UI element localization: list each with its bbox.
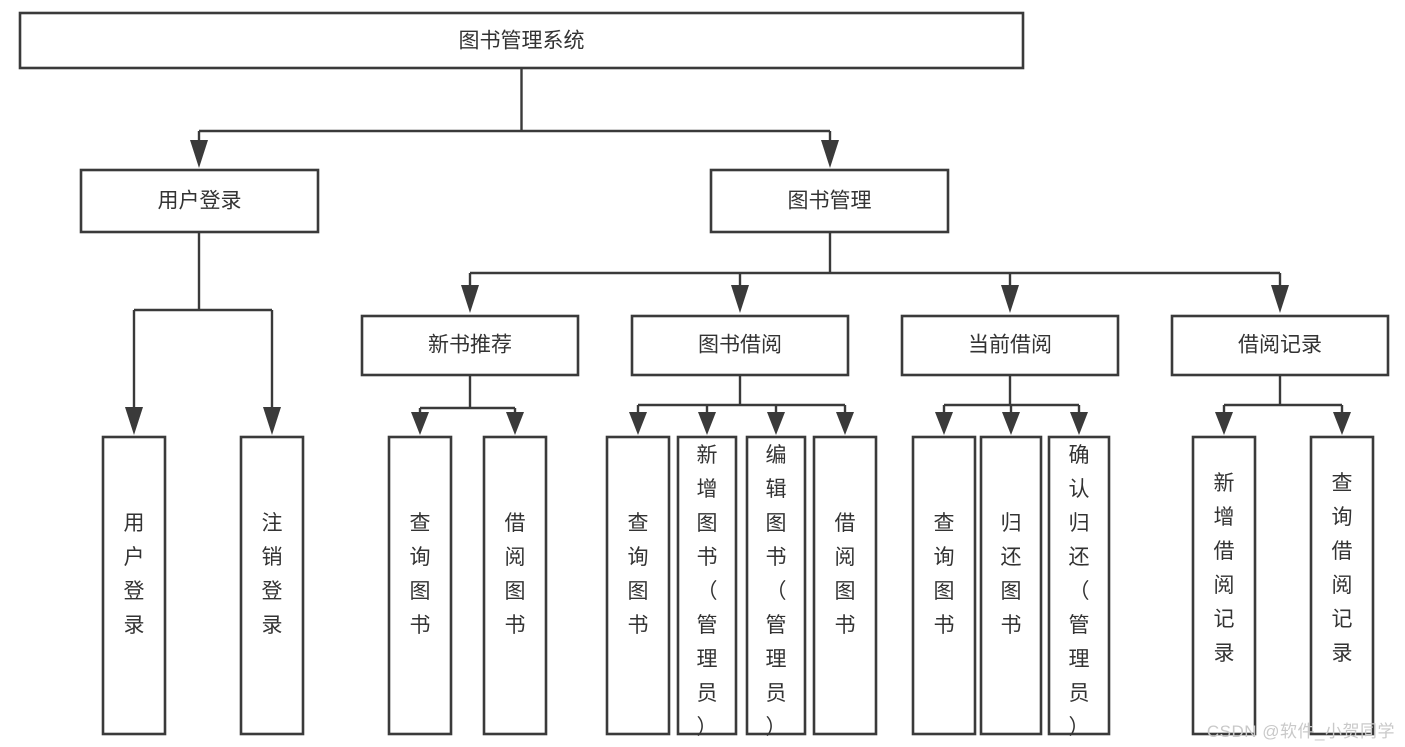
- arrow-to-leaf-edit-book: [767, 412, 785, 435]
- node-leaf-query-record-box[interactable]: [1309, 435, 1375, 736]
- node-leaf-query-record[interactable]: 查询借阅记录: [1309, 435, 1375, 736]
- node-leaf-logout-box[interactable]: [239, 435, 305, 736]
- arrow-root-to-user-login: [190, 140, 208, 168]
- node-leaf-add-book[interactable]: 新增图书（管理员）: [676, 435, 738, 739]
- arrow-to-leaf-logout: [263, 407, 281, 435]
- node-leaf-user-login-label: 用户登录: [124, 512, 145, 637]
- arrow-to-leaf-return-book: [1002, 412, 1020, 435]
- node-leaf-add-record[interactable]: 新增借阅记录: [1191, 435, 1257, 736]
- node-leaf-return-book-box[interactable]: [979, 435, 1043, 736]
- node-current-borrow-box[interactable]: [900, 314, 1120, 377]
- node-root[interactable]: 图书管理系统: [18, 11, 1025, 70]
- arrow-to-current-borrow: [1001, 285, 1019, 313]
- node-leaf-query-book-1[interactable]: 查询图书: [387, 435, 453, 736]
- edges-current-borrow-to-leaves: [935, 375, 1088, 435]
- node-leaf-query-book-2[interactable]: 查询图书: [605, 435, 671, 736]
- node-leaf-add-record-box[interactable]: [1191, 435, 1257, 736]
- node-leaf-user-login-box[interactable]: [101, 435, 167, 736]
- node-leaf-query-record-label: 查询借阅记录: [1332, 472, 1353, 665]
- node-leaf-query-book-3[interactable]: 查询图书: [911, 435, 977, 736]
- node-leaf-confirm-return[interactable]: 确认归还（管理员）: [1047, 435, 1111, 739]
- arrow-root-to-book-manage: [821, 140, 839, 168]
- node-leaf-confirm-return-label: 确认归还（管理员）: [1069, 444, 1090, 739]
- node-leaf-borrow-book-1[interactable]: 借阅图书: [482, 435, 548, 736]
- csdn-watermark: CSDN @软件_小贺同学: [1206, 722, 1395, 741]
- node-book-manage[interactable]: 图书管理: [709, 168, 950, 234]
- node-leaf-query-book-3-label: 查询图书: [934, 512, 955, 637]
- node-leaf-add-book-label: 新增图书（管理员）: [697, 444, 718, 739]
- node-leaf-query-book-2-box[interactable]: [605, 435, 671, 736]
- node-leaf-borrow-book-1-box[interactable]: [482, 435, 548, 736]
- node-leaf-query-book-1-label: 查询图书: [410, 512, 431, 637]
- node-borrow-record[interactable]: 借阅记录: [1170, 314, 1390, 377]
- node-user-login-box[interactable]: [79, 168, 320, 234]
- node-leaf-borrow-book-2-box[interactable]: [812, 435, 878, 736]
- arrow-to-leaf-add-book: [698, 412, 716, 435]
- node-leaf-borrow-book-2[interactable]: 借阅图书: [812, 435, 878, 736]
- node-book-borrow-label: 图书借阅: [698, 334, 782, 357]
- node-leaf-borrow-book-2-label: 借阅图书: [835, 512, 856, 637]
- node-leaf-query-book-2-label: 查询图书: [628, 512, 649, 637]
- node-leaf-confirm-return-box[interactable]: [1047, 435, 1111, 736]
- arrow-to-leaf-borrow-book-2: [836, 412, 854, 435]
- arrow-to-leaf-query-record: [1333, 412, 1351, 435]
- node-leaf-return-book-label: 归还图书: [1001, 512, 1022, 637]
- node-leaf-return-book[interactable]: 归还图书: [979, 435, 1043, 736]
- node-current-borrow-label: 当前借阅: [968, 334, 1052, 357]
- edges-new-book-rec-to-leaves: [411, 375, 524, 435]
- node-leaf-edit-book-label: 编辑图书（管理员）: [766, 444, 787, 739]
- arrow-to-new-book-rec: [461, 285, 479, 313]
- node-borrow-record-box[interactable]: [1170, 314, 1390, 377]
- edges-root-to-level2: [190, 68, 839, 168]
- node-user-login-label: 用户登录: [158, 190, 242, 213]
- arrow-to-leaf-query-book-2: [629, 412, 647, 435]
- edges-user-login-to-leaves: [125, 232, 281, 435]
- node-book-manage-box[interactable]: [709, 168, 950, 234]
- node-root-box[interactable]: [18, 11, 1025, 70]
- arrow-to-leaf-add-record: [1215, 412, 1233, 435]
- arrow-to-leaf-query-book-3: [935, 412, 953, 435]
- node-user-login[interactable]: 用户登录: [79, 168, 320, 234]
- edges-borrow-record-to-leaves: [1215, 375, 1351, 435]
- node-leaf-user-login[interactable]: 用户登录: [101, 435, 167, 736]
- node-leaf-add-book-box[interactable]: [676, 435, 738, 736]
- arrow-to-borrow-record: [1271, 285, 1289, 313]
- node-leaf-add-record-label: 新增借阅记录: [1214, 472, 1235, 665]
- edges-book-manage-to-level3: [461, 232, 1289, 313]
- arrow-to-book-borrow: [731, 285, 749, 313]
- node-root-label: 图书管理系统: [459, 30, 585, 53]
- node-leaf-borrow-book-1-label: 借阅图书: [505, 512, 526, 637]
- edges-book-borrow-to-leaves: [629, 375, 854, 435]
- arrow-to-leaf-user-login: [125, 407, 143, 435]
- node-leaf-query-book-1-box[interactable]: [387, 435, 453, 736]
- arrow-to-leaf-query-book-1: [411, 412, 429, 435]
- arrow-to-leaf-borrow-book-1: [506, 412, 524, 435]
- node-current-borrow[interactable]: 当前借阅: [900, 314, 1120, 377]
- node-leaf-logout-label: 注销登录: [262, 512, 283, 637]
- node-book-borrow[interactable]: 图书借阅: [630, 314, 850, 377]
- arrow-to-leaf-confirm-return: [1070, 412, 1088, 435]
- node-borrow-record-label: 借阅记录: [1238, 334, 1322, 357]
- node-book-manage-label: 图书管理: [788, 190, 872, 213]
- node-book-borrow-box[interactable]: [630, 314, 850, 377]
- node-new-book-rec[interactable]: 新书推荐: [360, 314, 580, 377]
- node-leaf-edit-book[interactable]: 编辑图书（管理员）: [745, 435, 807, 739]
- node-leaf-logout[interactable]: 注销登录: [239, 435, 305, 736]
- node-new-book-rec-label: 新书推荐: [428, 334, 512, 357]
- node-new-book-rec-box[interactable]: [360, 314, 580, 377]
- node-leaf-edit-book-box[interactable]: [745, 435, 807, 736]
- node-leaf-query-book-3-box[interactable]: [911, 435, 977, 736]
